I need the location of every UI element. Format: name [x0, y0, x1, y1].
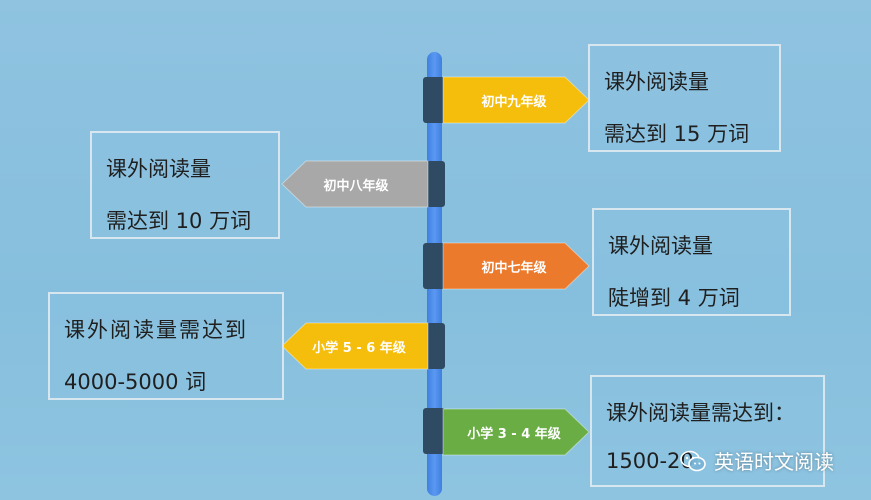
- info-box-grade-9: 课外阅读量 需达到 15 万词: [588, 44, 781, 152]
- box-line-1: 课外阅读量需达到：: [606, 401, 795, 425]
- sign-grade-9: 初中九年级: [442, 74, 591, 126]
- pole-clamp: [423, 161, 445, 207]
- sign-label: 初中七年级: [481, 260, 547, 276]
- box-line-1: 课外阅读量: [608, 234, 713, 258]
- info-box-primary-5-6: 课外阅读量需达到 4000-5000 词: [48, 292, 284, 400]
- box-line-2: 需达到 10 万词: [106, 209, 252, 233]
- watermark-text: 英语时文阅读: [714, 450, 834, 474]
- sign-grade-8: 初中八年级: [281, 158, 430, 210]
- box-line-2: 1500-20: [606, 449, 694, 473]
- sign-primary-5-6: 小学 5 - 6 年级: [281, 320, 430, 372]
- sign-label: 小学 3 - 4 年级: [467, 426, 561, 442]
- box-line-2: 需达到 15 万词: [604, 122, 750, 146]
- info-box-grade-7: 课外阅读量 陡增到 4 万词: [592, 208, 791, 316]
- sign-label: 初中九年级: [481, 94, 547, 110]
- pole-clamp: [423, 323, 445, 369]
- sign-label: 初中八年级: [323, 178, 389, 194]
- sign-primary-3-4: 小学 3 - 4 年级: [442, 406, 591, 458]
- box-line-1: 课外阅读量: [604, 70, 709, 94]
- arrow-shape: [442, 242, 590, 290]
- watermark: 英语时文阅读: [680, 446, 834, 475]
- box-line-1: 课外阅读量: [106, 157, 211, 181]
- arrow-shape: [442, 76, 590, 124]
- arrow-shape: [281, 160, 429, 208]
- pole-clamp: [423, 408, 445, 454]
- sign-grade-7: 初中七年级: [442, 240, 591, 292]
- wechat-icon: [680, 450, 706, 472]
- box-line-1: 课外阅读量需达到: [64, 318, 248, 342]
- info-box-grade-8: 课外阅读量 需达到 10 万词: [90, 131, 280, 239]
- info-box-primary-3-4: 课外阅读量需达到： 1500-20: [590, 375, 825, 487]
- arrow-shape: [442, 408, 590, 456]
- sign-label: 小学 5 - 6 年级: [312, 340, 406, 356]
- pole-clamp: [423, 77, 445, 123]
- box-line-2: 陡增到 4 万词: [608, 286, 740, 310]
- box-line-2: 4000-5000 词: [64, 370, 207, 394]
- arrow-shape: [281, 322, 429, 370]
- pole-clamp: [423, 243, 445, 289]
